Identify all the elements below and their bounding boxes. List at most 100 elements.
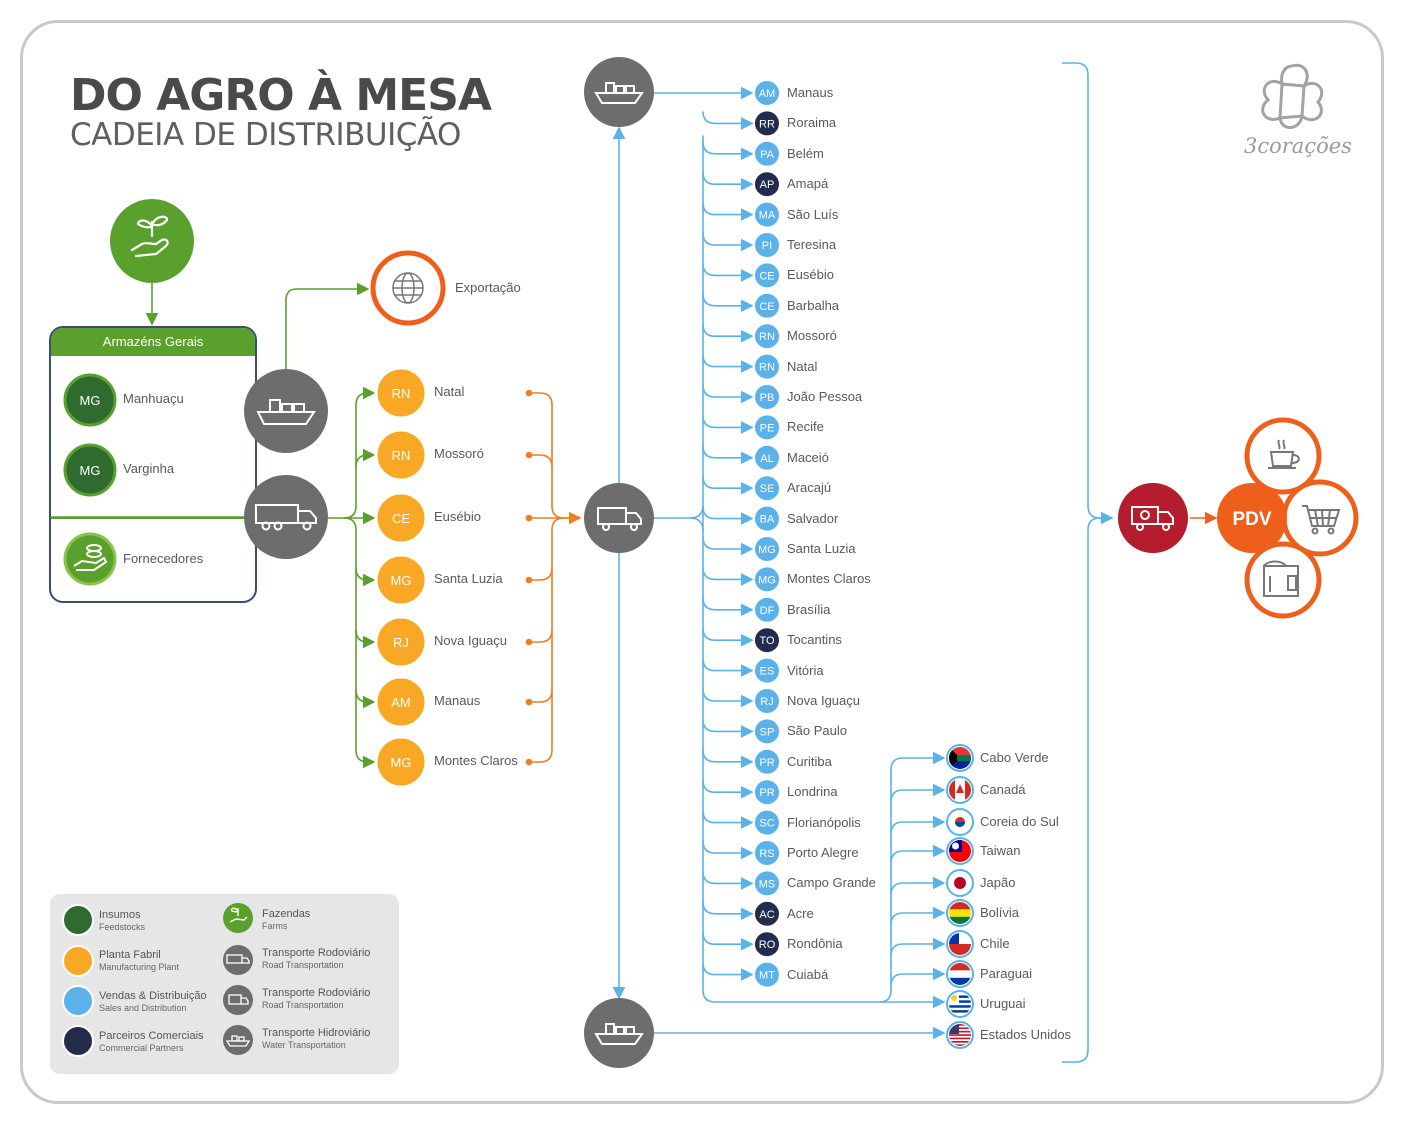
- plant-label: Natal: [434, 384, 465, 399]
- distribution-code: RJ: [760, 696, 773, 708]
- coffee-cup-icon: [1268, 439, 1300, 469]
- plant-node: MG: [374, 735, 428, 789]
- green-connectors: [50, 282, 376, 769]
- plant-node: AM: [374, 675, 428, 729]
- distribution-code: SE: [760, 483, 775, 495]
- legend-title: Transporte Hidroviário: [262, 1027, 371, 1039]
- plant-code: MG: [391, 755, 412, 770]
- legend-insumos-marker: [62, 904, 94, 936]
- plant-label: Montes Claros: [434, 753, 518, 768]
- plant-label: Nova Iguaçu: [434, 633, 507, 648]
- warehouse-site-label: Manhuaçu: [123, 391, 184, 406]
- ship-icon: [584, 998, 654, 1068]
- country-label: Bolívia: [980, 905, 1020, 920]
- distribution-label: Campo Grande: [787, 875, 876, 891]
- pdv-label: PDV: [1232, 509, 1271, 530]
- distribution-code: PR: [759, 757, 774, 769]
- distribution-node: CE: [753, 291, 781, 320]
- distribution-label: Rondônia: [787, 936, 843, 952]
- distribution-label: Santa Luzia: [787, 541, 856, 556]
- distribution-node: MA: [753, 200, 781, 229]
- plant-label: Mossoró: [434, 446, 484, 461]
- shopping-cart-icon: [1302, 505, 1341, 535]
- distribution-node: PR: [753, 747, 781, 776]
- flag-bolivia-icon: [946, 899, 974, 927]
- distribution-code: RS: [759, 848, 774, 860]
- globe-icon: [370, 250, 446, 326]
- distribution-code: DF: [760, 605, 775, 617]
- distribution-node: RR: [753, 109, 781, 138]
- flag-paraguay-icon: [946, 960, 974, 988]
- farm-icon: [223, 903, 253, 933]
- ship-icon: [584, 57, 654, 127]
- distribution-label: Mossoró: [787, 328, 837, 344]
- legend-markers: [62, 903, 253, 1057]
- distribution-node: MS: [753, 869, 781, 898]
- distribution-code: PB: [760, 392, 775, 404]
- distribution-node: AC: [753, 899, 781, 928]
- distribution-node: TO: [753, 626, 781, 655]
- distribution-node: AL: [753, 443, 781, 472]
- flag-south-korea-icon: [946, 808, 974, 836]
- page-subtitle: CADEIA DE DISTRIBUIÇÃO: [70, 117, 461, 153]
- orange-connectors: [525, 389, 582, 766]
- country-label: Uruguai: [980, 996, 1026, 1011]
- page-title: DO AGRO À MESA: [70, 70, 492, 121]
- plant-code: RN: [392, 448, 411, 463]
- distribution-label: Florianópolis: [787, 814, 861, 830]
- distribution-code: AC: [759, 909, 774, 921]
- legend-title: Vendas & Distribuição: [99, 990, 207, 1002]
- small-truck-icon: [223, 985, 253, 1015]
- warehouse-site-marker: MG: [63, 373, 117, 427]
- final-truck-icon: [1118, 483, 1188, 553]
- distribution-node: SC: [753, 808, 781, 837]
- distribution-code: MA: [759, 210, 776, 222]
- distribution-node: PR: [753, 778, 781, 807]
- distribution-code: SC: [759, 818, 774, 830]
- distribution-label: Roraima: [787, 115, 837, 131]
- country-label: Canadá: [980, 782, 1026, 797]
- distribution-code: MG: [758, 544, 776, 556]
- legend-title: Fazendas: [262, 908, 311, 920]
- distribution-label: Cuiabá: [787, 966, 829, 982]
- distribution-label: Barbalha: [787, 297, 840, 313]
- flag-usa-icon: [946, 1021, 974, 1049]
- distribution-node: BA: [753, 504, 781, 533]
- distribution-node: PI: [753, 231, 781, 259]
- three-hearts-logo-icon: [1261, 63, 1324, 129]
- distribution-code: RR: [759, 118, 775, 130]
- flag-canada-icon: [946, 776, 974, 804]
- legend-subtitle: Sales and Distribution: [99, 1003, 187, 1013]
- distribution-label: Recife: [787, 419, 824, 435]
- distribution-code: AP: [760, 179, 775, 191]
- country-label: Coreia do Sul: [980, 814, 1059, 829]
- distribution-node: SE: [753, 474, 781, 503]
- truck-icon: [223, 945, 253, 975]
- plant-code: AM: [391, 695, 411, 710]
- plant-node: RJ: [374, 615, 428, 669]
- distribution-node: RN: [753, 322, 781, 351]
- distribution-label: Manaus: [787, 85, 834, 100]
- distribution-label: Vitória: [787, 662, 824, 678]
- distribution-label: São Luís: [787, 206, 839, 222]
- distribution-code: MT: [759, 970, 775, 982]
- plant-code: RN: [392, 386, 411, 401]
- distribution-label: Porto Alegre: [787, 845, 859, 860]
- plant-label: Eusébio: [434, 509, 481, 524]
- plant-in-hand-icon: [130, 215, 169, 258]
- legend-subtitle: Commercial Partners: [99, 1043, 184, 1053]
- distribution-code: PE: [760, 422, 775, 434]
- legend-subtitle: Manufacturing Plant: [99, 962, 180, 972]
- distribution-node: PA: [753, 139, 781, 168]
- distribution-label: Curitiba: [787, 753, 832, 769]
- legend-subtitle: Feedstocks: [99, 922, 146, 932]
- distribution-node: AM: [753, 79, 781, 107]
- distribution-nodes: AMRRPAAPMAPICECERNRNPBPEALSEBAMGMGDFTOES…: [753, 79, 781, 989]
- distribution-node: MG: [753, 535, 781, 563]
- distribution-node: PB: [753, 383, 781, 411]
- distribution-node: CE: [753, 261, 781, 290]
- distribution-code: RN: [759, 331, 775, 343]
- flag-japan-icon: [946, 869, 974, 897]
- distribution-code: CE: [759, 301, 774, 313]
